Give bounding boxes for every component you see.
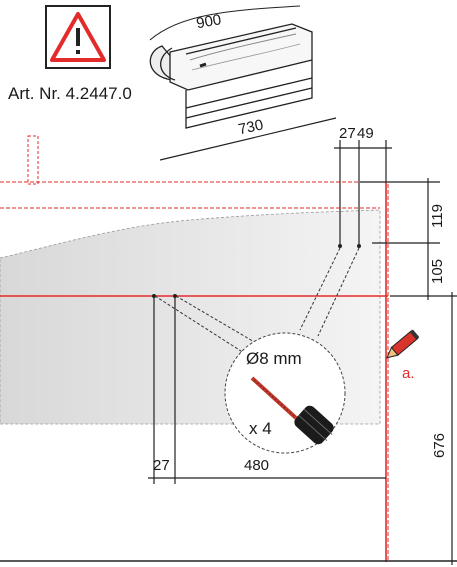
pipe-outline (27, 135, 39, 185)
dim-right (360, 178, 457, 565)
warning-triangle-icon (45, 5, 111, 69)
drill-callout (224, 332, 346, 454)
drill-bit-icon (250, 376, 334, 445)
cabinet-width-bottom: 730 (237, 116, 265, 138)
article-number: Art. Nr. 4.2447.0 (8, 84, 132, 103)
dim-vert-upper: 119 (429, 204, 446, 228)
pencil-icon (386, 329, 420, 359)
step-marker-label: a. (402, 365, 415, 382)
dim-bottom (148, 296, 386, 484)
dim-bottom-span: 480 (244, 457, 269, 474)
dim-vert-total: 676 (431, 433, 448, 458)
cabinet-illustration (149, 5, 337, 161)
dim-top-b: 49 (357, 125, 374, 142)
dim-top-a: 27 (339, 125, 356, 142)
cabinet-width-top: 900 (195, 11, 223, 32)
dim-bottom-left: 27 (153, 457, 170, 474)
dim-vert-middle: 105 (429, 259, 446, 284)
drill-diameter: Ø8 mm (246, 349, 302, 368)
callout-leaders (154, 247, 360, 361)
drill-count: x 4 (249, 419, 272, 438)
dim-top (334, 140, 392, 246)
